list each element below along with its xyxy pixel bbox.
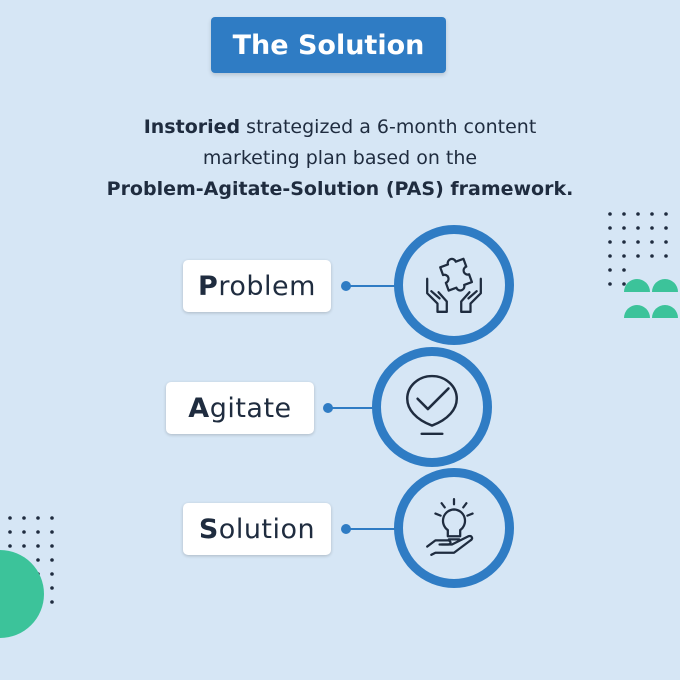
framework-name: Problem-Agitate-Solution (PAS) framework… — [106, 178, 574, 200]
connector-line — [346, 285, 406, 287]
puzzle-hands-icon — [426, 257, 482, 313]
page-title: The Solution — [232, 29, 425, 61]
intro-line-3: Problem-Agitate-Solution (PAS) framework… — [60, 174, 620, 205]
intro-text: Instoried strategized a 6-month content … — [60, 112, 620, 205]
step-rest: roblem — [218, 270, 316, 302]
step-ring-agitate — [372, 347, 492, 467]
title-badge: The Solution — [211, 17, 446, 73]
connector-line — [328, 407, 384, 409]
brand-name: Instoried — [143, 116, 241, 138]
connector-line — [346, 528, 406, 530]
green-circle-decor — [0, 550, 44, 638]
step-rest: gitate — [209, 392, 292, 424]
checkmark-pin-icon — [406, 374, 458, 436]
step-initial: A — [188, 392, 210, 424]
intro-line-1: Instoried strategized a 6-month content — [60, 112, 620, 143]
green-semicircles-decor — [624, 279, 678, 318]
step-ring-problem — [394, 225, 514, 345]
step-initial: P — [198, 270, 219, 302]
lightbulb-hand-icon — [426, 497, 474, 556]
step-initial: S — [198, 513, 219, 545]
intro-line-2: marketing plan based on the — [202, 147, 478, 169]
dot-grid-top-right — [608, 212, 668, 286]
step-ring-solution — [394, 468, 514, 588]
step-rest: olution — [218, 513, 316, 545]
intro-text-1: strategized a 6-month content — [240, 116, 537, 138]
